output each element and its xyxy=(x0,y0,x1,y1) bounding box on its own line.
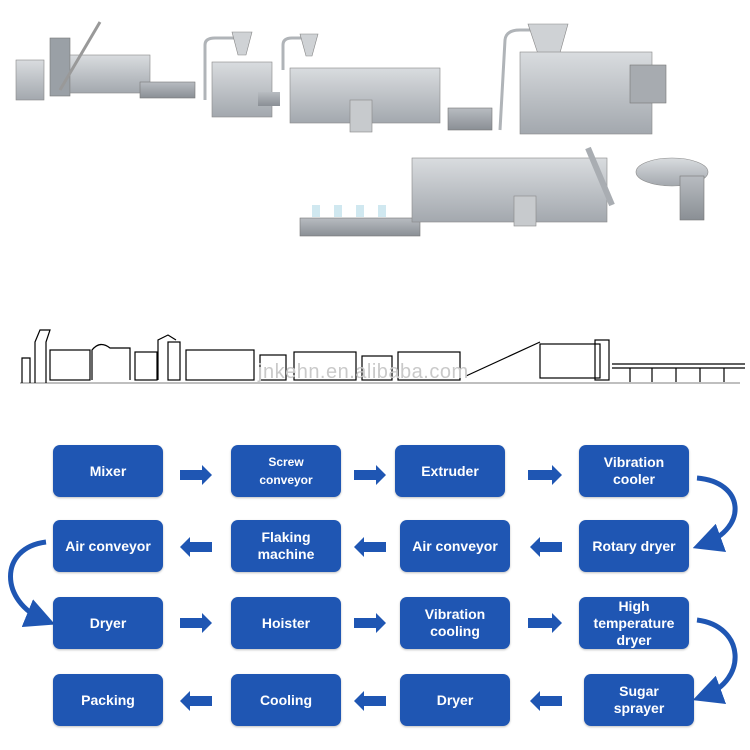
production-line-equipment-image xyxy=(15,21,709,237)
step-air-conveyor-2: Air conveyor xyxy=(53,520,163,572)
step-cooling: Cooling xyxy=(231,674,341,726)
arrow-left xyxy=(530,691,562,711)
step-hoister: Hoister xyxy=(231,597,341,649)
production-line-schematic xyxy=(20,329,745,384)
arrow-left xyxy=(180,537,212,557)
step-air-conveyor-1: Air conveyor xyxy=(400,520,510,572)
step-high-temperature-dryer: High temperature dryer xyxy=(579,597,689,649)
flaking-and-dryer-machine xyxy=(447,23,667,135)
step-flaking-machine: Flaking machine xyxy=(231,520,341,572)
vibration-cooler-machine xyxy=(203,31,280,118)
high-temperature-dryer-machine xyxy=(299,157,608,237)
step-extruder: Extruder xyxy=(395,445,505,497)
arrow-right xyxy=(180,613,212,633)
step-screw-conveyor: Screw conveyor xyxy=(231,445,341,497)
watermark-text: jnkehn.en.alibaba.com xyxy=(258,361,469,383)
step-mixer: Mixer xyxy=(53,445,163,497)
curved-arrow-right-1 xyxy=(692,475,738,552)
arrow-right xyxy=(528,465,562,485)
step-sugar-sprayer: Sugar sprayer xyxy=(584,674,694,726)
rotary-dryer-machine xyxy=(281,33,441,133)
step-vibration-cooling: Vibration cooling xyxy=(400,597,510,649)
step-dryer-1: Dryer xyxy=(53,597,163,649)
arrow-right xyxy=(180,465,212,485)
step-rotary-dryer: Rotary dryer xyxy=(579,520,689,572)
curved-arrow-left xyxy=(8,539,56,628)
arrow-left xyxy=(354,537,386,557)
step-packing: Packing xyxy=(53,674,163,726)
step-dryer-2: Dryer xyxy=(400,674,510,726)
sugar-sprayer-machine xyxy=(585,146,709,221)
arrow-left xyxy=(180,691,212,711)
mixer-extruder-machine xyxy=(15,21,196,101)
arrow-right xyxy=(354,613,386,633)
arrow-left xyxy=(354,691,386,711)
curved-arrow-right-2 xyxy=(692,617,738,704)
curved-arrows xyxy=(8,475,738,704)
arrow-right xyxy=(354,465,386,485)
step-vibration-cooler: Vibration cooler xyxy=(579,445,689,497)
arrow-right xyxy=(528,613,562,633)
arrow-left xyxy=(530,537,562,557)
